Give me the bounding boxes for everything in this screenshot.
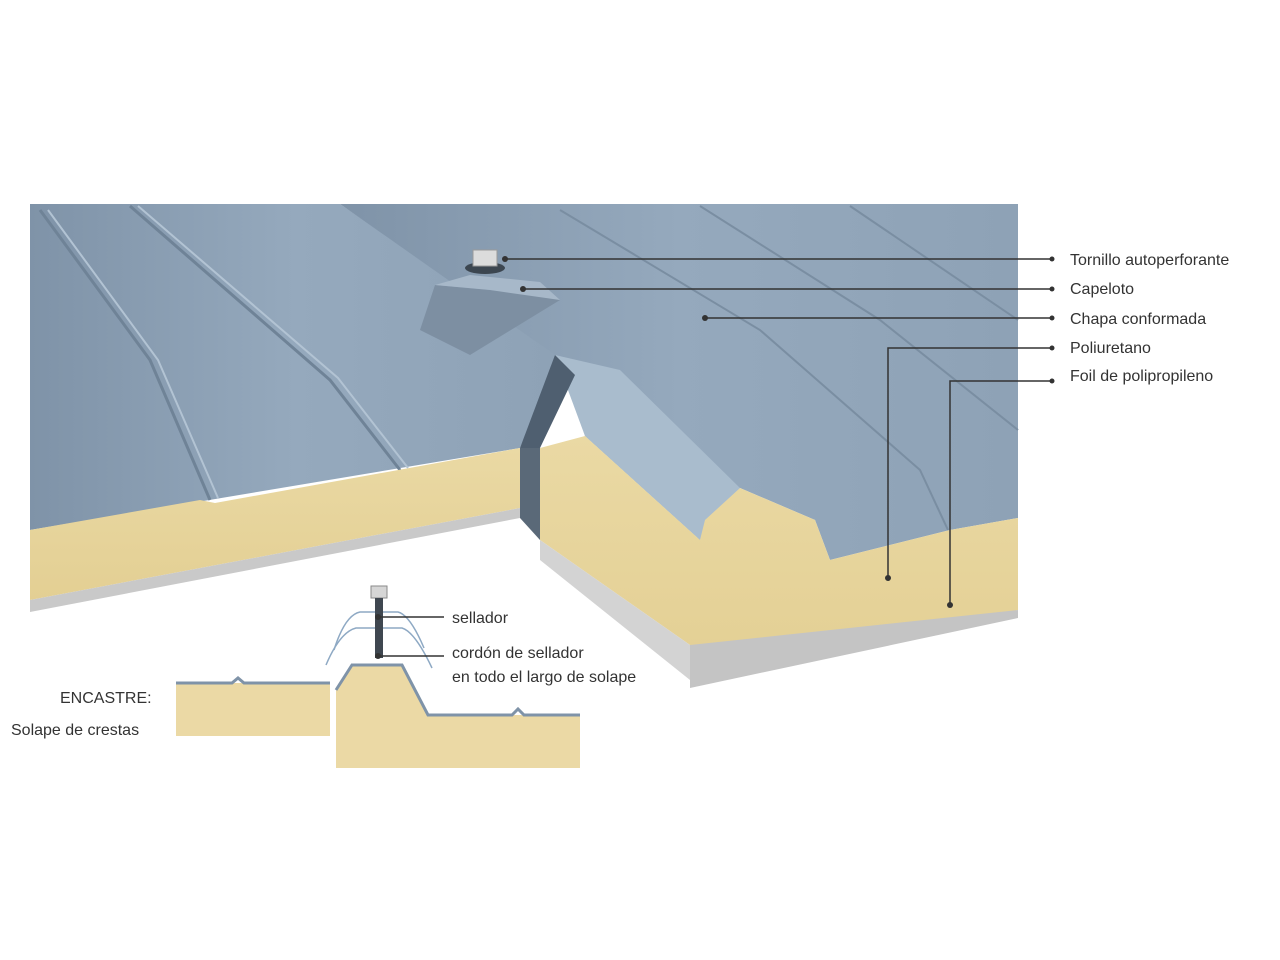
label-tornillo: Tornillo autoperforante bbox=[1070, 252, 1230, 269]
capeloto-body bbox=[420, 285, 560, 355]
left-rib-2-light bbox=[137, 205, 409, 469]
crest-side-face bbox=[555, 355, 740, 540]
screw bbox=[465, 249, 505, 274]
left-panel bbox=[30, 204, 560, 612]
right-rib-1 bbox=[559, 209, 949, 531]
label-poliuretano: Poliuretano bbox=[1070, 340, 1151, 357]
right-rib-3 bbox=[849, 205, 1019, 321]
overlap-shadow-lower bbox=[520, 448, 540, 540]
left-panel-steel-surface bbox=[30, 204, 560, 530]
left-rib-2 bbox=[129, 204, 402, 471]
leader-poliuretano bbox=[887, 347, 1052, 578]
left-panel-foam bbox=[30, 448, 520, 600]
right-panel-foil bbox=[540, 540, 690, 680]
label-foil: Foil de polipropileno bbox=[1070, 368, 1214, 385]
leader-foil bbox=[949, 380, 1052, 605]
right-panel-foam bbox=[540, 436, 1018, 680]
label-chapa-conformada: Chapa conformada bbox=[1070, 311, 1207, 328]
leader-lines bbox=[505, 258, 1052, 605]
screw-head bbox=[472, 249, 498, 267]
detail-screw-shaft bbox=[375, 598, 383, 658]
left-rib-1-light bbox=[47, 209, 219, 499]
detail-screw-head bbox=[370, 585, 388, 599]
label-capeloto: Capeloto bbox=[1070, 281, 1135, 298]
overlap-shadow bbox=[520, 355, 575, 448]
leader-dots bbox=[502, 256, 1055, 608]
capeloto-cap bbox=[420, 275, 560, 355]
left-rib-1 bbox=[38, 209, 212, 501]
right-rib-2 bbox=[699, 205, 1019, 431]
label-cordon-line2: en todo el largo de solape bbox=[452, 669, 637, 686]
detail-left-steel bbox=[176, 676, 330, 685]
right-panel-foil-front bbox=[690, 610, 1018, 688]
label-cordon-line1: cordón de sellador bbox=[452, 645, 584, 662]
label-sellador: sellador bbox=[452, 610, 509, 627]
capeloto-top bbox=[435, 275, 560, 300]
label-solape: Solape de crestas bbox=[11, 722, 140, 739]
detail-inset bbox=[176, 585, 580, 768]
label-encastre: ENCASTRE: bbox=[60, 690, 152, 707]
left-panel-foil bbox=[30, 508, 520, 612]
detail-right-steel bbox=[334, 663, 580, 717]
detail-left-foam bbox=[176, 683, 330, 736]
